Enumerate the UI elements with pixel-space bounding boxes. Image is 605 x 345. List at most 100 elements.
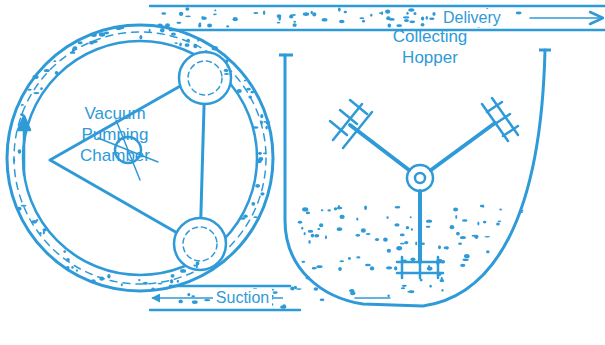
slurry-particle	[460, 236, 466, 239]
slurry-particles	[13, 7, 524, 308]
pipe-label: Delivery	[440, 9, 504, 27]
delivery-pipe-wall	[150, 5, 605, 8]
pipe-label: Suction	[213, 289, 272, 307]
slurry-particle	[441, 260, 445, 263]
slurry-particle	[370, 14, 372, 17]
slurry-particle	[213, 13, 217, 15]
slurry-particle	[171, 33, 176, 36]
slurry-particle	[327, 209, 331, 211]
slurry-particle	[386, 216, 388, 219]
slurry-particle	[426, 219, 432, 222]
slurry-particle	[450, 225, 455, 229]
slurry-particle	[308, 230, 314, 233]
delivery-arrow	[530, 17, 600, 19]
roller-path	[183, 227, 217, 261]
slurry-particle	[387, 294, 389, 297]
casing-wall	[7, 25, 273, 291]
slurry-particle	[185, 43, 190, 47]
slurry-particle	[350, 291, 355, 295]
slurry-particle	[437, 273, 441, 276]
slurry-particle	[160, 28, 165, 32]
slurry-particle	[187, 293, 190, 296]
slurry-particle	[388, 23, 392, 27]
slurry-particle	[191, 295, 195, 297]
node-label: Collecting Hopper	[375, 26, 485, 68]
slurry-particle	[66, 258, 70, 262]
slurry-particle	[185, 15, 191, 17]
slurry-particle	[99, 277, 104, 281]
pressure-roller	[174, 218, 226, 270]
slurry-particle	[403, 260, 407, 263]
slurry-particle	[143, 282, 148, 285]
rotation-arrowhead	[18, 116, 30, 130]
slurry-particle	[306, 212, 310, 215]
slurry-particle	[386, 16, 390, 20]
slurry-particle	[453, 208, 458, 212]
slurry-particle	[251, 202, 255, 206]
slurry-particle	[411, 258, 416, 262]
slurry-particle	[340, 260, 345, 262]
slurry-particle	[177, 280, 179, 282]
roller-path	[188, 61, 222, 95]
slurry-particle	[455, 215, 457, 219]
slurry-particle	[233, 17, 238, 21]
pump-casing: Vacuum Pumping Chamber	[5, 23, 275, 293]
slurry-particle	[484, 236, 490, 238]
slurry-particle	[263, 11, 265, 15]
slurry-particle	[33, 92, 39, 94]
slurry-particle	[224, 73, 229, 75]
slurry-particle	[179, 12, 183, 16]
slurry-particle	[387, 249, 391, 253]
slurry-particle	[139, 35, 142, 40]
slurry-particle	[240, 217, 246, 220]
slurry-particle	[462, 258, 468, 261]
slurry-particle	[53, 60, 56, 62]
slurry-particle	[302, 207, 308, 211]
slurry-particle	[483, 221, 487, 224]
slurry-particle	[438, 245, 441, 249]
slurry-particle	[260, 114, 263, 118]
slurry-particle	[364, 206, 367, 211]
slurry-particle	[252, 126, 258, 129]
slurry-particle	[92, 41, 98, 44]
slurry-particle	[63, 250, 66, 253]
slurry-particle	[415, 241, 417, 245]
slurry-particle	[180, 269, 186, 273]
slurry-particle	[260, 192, 264, 195]
slurry-particle	[99, 32, 105, 37]
agitator-arm	[418, 191, 422, 262]
slurry-particle	[201, 16, 204, 19]
slurry-particle	[421, 242, 425, 245]
slurry-particle	[310, 11, 312, 14]
slurry-particle	[429, 285, 431, 288]
suction-pipe-wall	[150, 309, 300, 312]
slurry-particle	[277, 14, 282, 18]
agitator-arm	[350, 125, 409, 170]
slurry-particle	[149, 29, 151, 33]
slurry-particle	[396, 246, 402, 250]
slurry-particle	[407, 291, 413, 293]
slurry-particle	[498, 220, 502, 222]
node-label: Vacuum Pumping Chamber	[60, 103, 170, 166]
slurry-particle	[428, 265, 430, 269]
slurry-particle	[298, 221, 302, 224]
slurry-particle	[226, 25, 229, 27]
slurry-particle	[20, 113, 24, 116]
slurry-particle	[301, 261, 305, 263]
slurry-particle	[314, 287, 319, 291]
suction-pipe-wall	[170, 285, 290, 288]
slurry-particle	[402, 285, 407, 287]
slurry-particle	[17, 129, 19, 131]
suction-arrow	[355, 297, 390, 299]
slurry-particle	[214, 9, 216, 11]
slurry-particle	[192, 300, 198, 304]
slurry-particle	[334, 207, 338, 210]
slurry-particle	[320, 299, 325, 302]
slurry-particle	[227, 66, 230, 68]
slurry-particle	[410, 216, 412, 218]
slurry-particle	[499, 208, 502, 210]
slurry-particle	[404, 19, 409, 22]
slurry-particle	[383, 238, 388, 242]
